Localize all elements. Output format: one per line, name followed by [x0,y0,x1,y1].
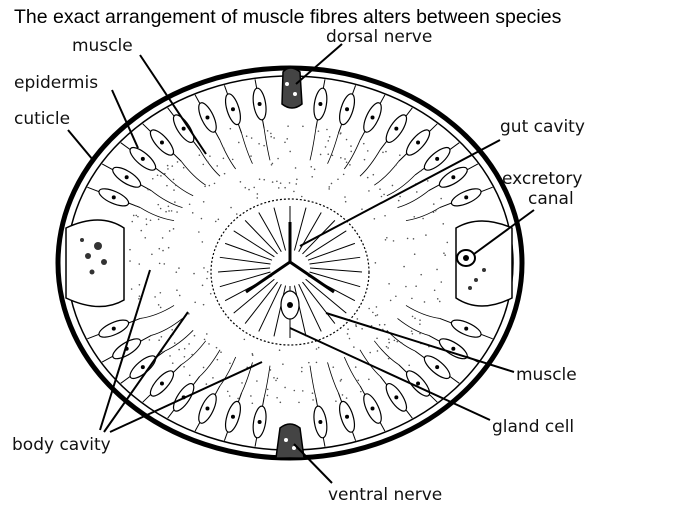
pharynx [210,198,370,346]
muscle-cell [223,362,253,441]
muscle-cell [194,356,237,432]
muscle-cell [309,79,328,161]
muscle-cell [101,163,183,208]
page-title: The exact arrangement of muscle fibres a… [14,6,562,28]
muscle-cell [405,186,493,221]
leader-lines [67,43,535,484]
ventral-nerve-cord [275,423,305,458]
muscle-cell [142,340,207,403]
muscle-cell [87,186,175,221]
muscle-cell [252,79,271,161]
label-canal: canal [528,189,574,209]
label-excretory: excretory [502,169,582,189]
muscle-cell [359,107,413,177]
muscle-cell [120,142,194,197]
muscle-cell [87,305,175,340]
label-dorsal-nerve: dorsal nerve [326,27,432,47]
label-epidermis: epidermis [14,73,98,93]
muscle-cell [101,318,183,363]
label-cuticle: cuticle [14,109,70,129]
muscle-cell [223,85,253,164]
label-gut-cavity: gut cavity [500,117,585,137]
muscle-cell [397,163,479,208]
muscle-cell [167,107,221,177]
muscle-cell [343,94,386,170]
label-body-cavity: body cavity [12,435,111,455]
label-ventral-nerve: ventral nerve [328,485,442,505]
body-cavity-stipple [129,125,449,405]
labels: muscle dorsal nerve epidermis cuticle gu… [12,27,585,505]
muscle-cell [343,356,386,432]
dorsal-nerve-cord [281,68,303,109]
label-muscle-top: muscle [72,36,133,56]
muscle-cell [327,362,357,441]
muscle-cell [252,365,271,447]
gut-cavity-triradiate [245,222,335,294]
lateral-cord-left [65,219,125,308]
label-gland-cell: gland cell [492,417,574,437]
muscle-cell [327,85,357,164]
muscle-cell [386,142,460,197]
label-muscle-bottom: muscle [516,365,577,385]
muscle-cell [405,305,493,340]
muscle-cell [142,123,206,186]
muscle-cell [309,365,328,447]
lateral-cord-right [455,220,513,307]
muscle-cell [194,94,237,170]
muscle-cell [374,123,438,186]
gland-cell [280,290,300,320]
